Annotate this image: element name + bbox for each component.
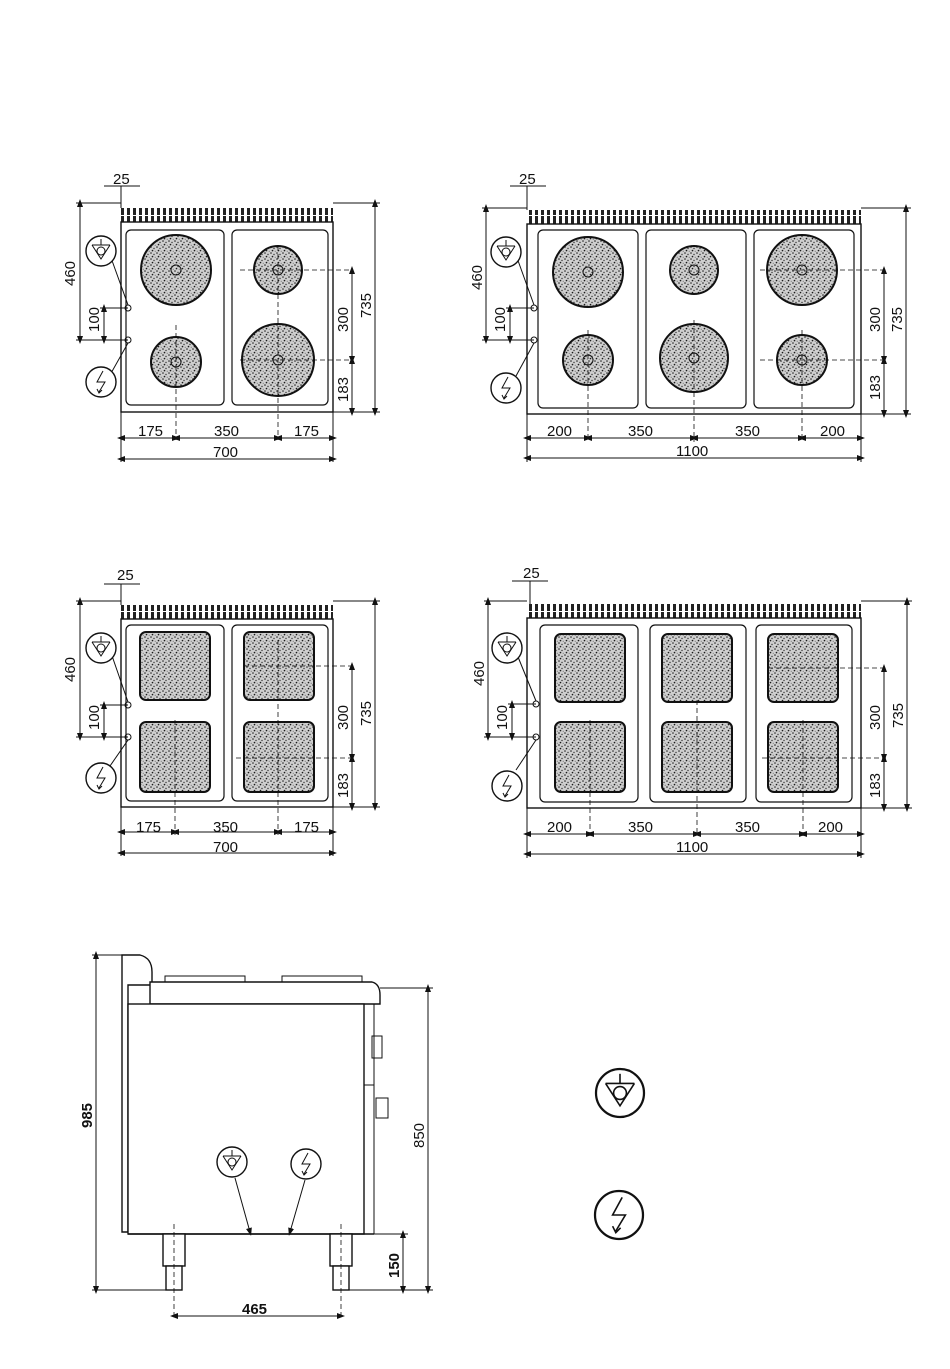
dim-left-inner: 100 — [86, 307, 103, 332]
electric-icon — [86, 763, 116, 793]
hotplate — [670, 246, 718, 294]
equipotential-icon — [86, 236, 116, 266]
electric-icon — [595, 1191, 643, 1239]
dim-bottom-1: 175 — [136, 819, 161, 836]
legend — [595, 1069, 644, 1239]
dim-bottom-4: 200 — [820, 423, 845, 440]
dim-bottom-1: 200 — [547, 819, 572, 836]
dim-right-lower: 183 — [867, 773, 884, 798]
dim-bottom-3: 175 — [294, 423, 319, 440]
dim-right-outer: 735 — [890, 703, 907, 728]
view-side-elevation: 985 850 150 465 — [79, 955, 433, 1318]
dim-left-inner: 100 — [492, 307, 509, 332]
back-rail — [121, 605, 333, 619]
dim-right-lower: 183 — [335, 773, 352, 798]
control-knob — [376, 1098, 388, 1118]
electric-icon — [86, 367, 116, 397]
view-square-plates-1100: 25 460 100 300 183 735 200 350 350 200 1… — [471, 565, 912, 858]
dim-bottom-2: 350 — [628, 423, 653, 440]
dim-bottom-2: 350 — [628, 819, 653, 836]
appliance-body — [128, 1004, 364, 1234]
square-hotplate — [140, 632, 210, 700]
dim-bottom-total: 700 — [213, 839, 238, 856]
dim-feet: 150 — [386, 1253, 403, 1278]
dim-bottom-1: 175 — [138, 423, 163, 440]
dim-bottom-1: 200 — [547, 423, 572, 440]
dim-feet-spacing: 465 — [242, 1301, 267, 1318]
dim-bottom-2: 350 — [214, 423, 239, 440]
electric-icon — [492, 771, 522, 801]
hotplate — [141, 235, 211, 305]
dim-left-outer: 460 — [471, 661, 488, 686]
dim-bottom-3: 175 — [294, 819, 319, 836]
hotplate — [553, 237, 623, 307]
electric-icon — [491, 373, 521, 403]
dim-right-inner: 300 — [335, 705, 352, 730]
dim-left-inner: 100 — [86, 705, 103, 730]
dim-left-inner: 100 — [494, 705, 511, 730]
dim-right-inner: 300 — [867, 705, 884, 730]
equipotential-icon — [217, 1147, 247, 1177]
dim-bottom-total: 700 — [213, 444, 238, 461]
dim-top: 25 — [519, 171, 536, 188]
dim-bottom-2: 350 — [213, 819, 238, 836]
back-rail — [527, 210, 861, 224]
dim-bottom-total: 1100 — [676, 443, 708, 460]
square-hotplate — [662, 634, 732, 702]
electric-icon — [291, 1149, 321, 1179]
hotplate — [660, 324, 728, 392]
equipotential-icon — [596, 1069, 644, 1117]
equipotential-icon — [86, 633, 116, 663]
dim-bottom-3: 350 — [735, 423, 760, 440]
dim-right-lower: 183 — [335, 377, 352, 402]
dim-right-outer: 735 — [358, 293, 375, 318]
square-hotplate — [555, 634, 625, 702]
equipotential-icon — [491, 237, 521, 267]
dim-right-inner: 300 — [867, 307, 884, 332]
dim-left-outer: 460 — [62, 261, 79, 286]
dim-left-outer: 460 — [469, 265, 486, 290]
dim-left-outer: 460 — [62, 657, 79, 682]
dim-height-total: 985 — [79, 1103, 96, 1128]
dim-right-lower: 183 — [867, 375, 884, 400]
dim-right-outer: 735 — [358, 701, 375, 726]
dim-right-inner: 300 — [335, 307, 352, 332]
back-rail — [121, 208, 333, 222]
dim-top: 25 — [117, 567, 134, 584]
view-round-plates-1100: 25 460 100 300 183 735 200 350 350 200 1… — [469, 171, 911, 462]
dim-bottom-total: 1100 — [676, 839, 708, 856]
equipotential-icon — [492, 633, 522, 663]
view-square-plates-700: 25 460 100 300 183 735 175 350 175 700 — [62, 567, 380, 856]
dim-bottom-4: 200 — [818, 819, 843, 836]
dim-right-outer: 735 — [889, 307, 906, 332]
square-hotplate — [244, 722, 314, 792]
dim-top: 25 — [523, 565, 540, 582]
dim-top: 25 — [113, 171, 130, 188]
dim-bottom-3: 350 — [735, 819, 760, 836]
view-round-plates-700: 25 460 100 300 183 735 175 350 175 700 — [62, 171, 380, 462]
back-rail — [527, 604, 861, 618]
dim-height-work: 850 — [411, 1123, 428, 1148]
